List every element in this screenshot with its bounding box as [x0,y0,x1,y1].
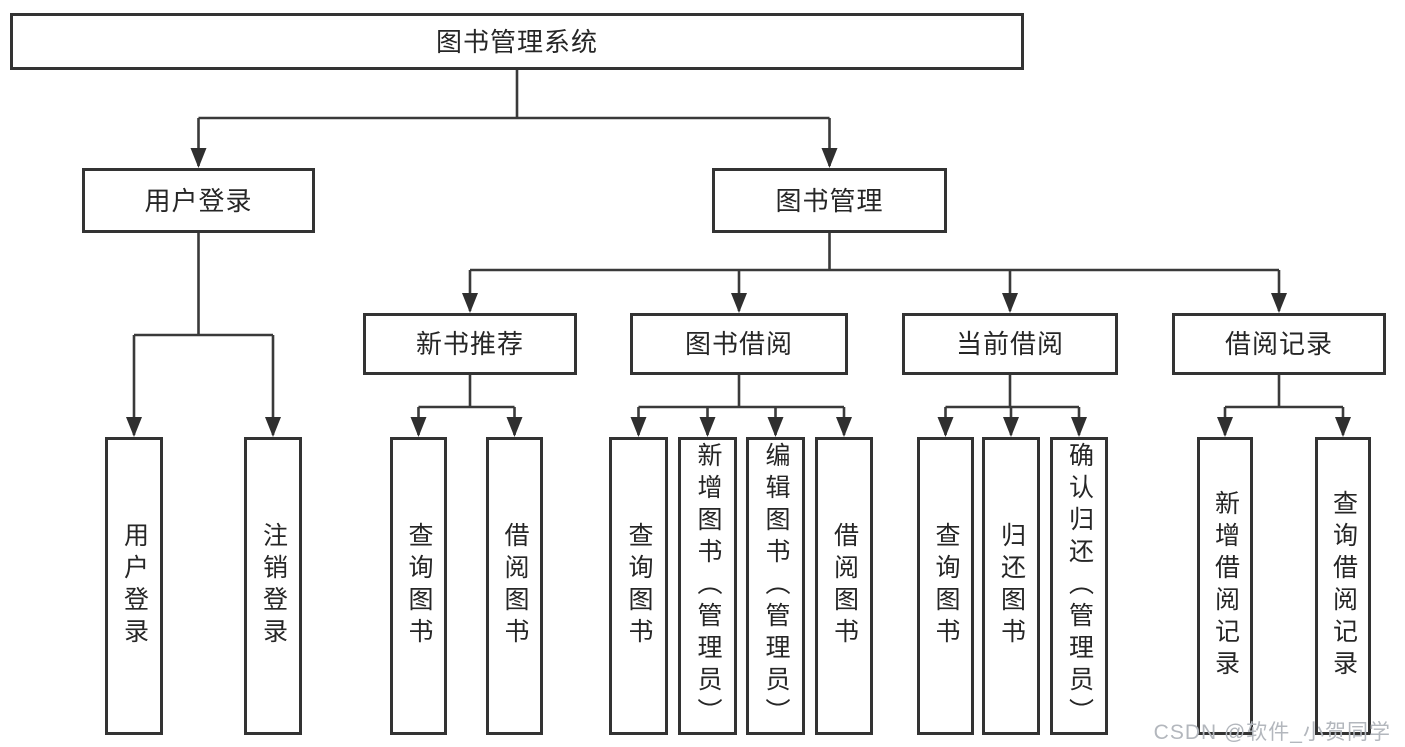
node-label: 编辑图书（管理员） [762,442,790,730]
leaf-add-book-admin: 新增图书（管理员） [678,437,737,735]
node-user-login: 用户登录 [82,168,315,233]
node-label: 新增图书（管理员） [694,442,722,730]
node-label: 借阅记录 [1224,329,1333,359]
csdn-watermark: CSDN @软件_小贺同学 [1153,721,1391,744]
leaf-query-book-current: 查询图书 [917,437,974,735]
node-borrow-record: 借阅记录 [1172,313,1386,375]
node-label: 新增借阅记录 [1211,490,1240,682]
node-label: 查询借阅记录 [1329,490,1358,682]
node-label: 确认归还（管理员） [1065,442,1094,730]
leaf-query-borrow-record: 查询借阅记录 [1315,437,1371,735]
node-label: 图书借阅 [684,329,793,359]
leaf-borrow-book-recommend: 借阅图书 [486,437,543,735]
leaf-add-borrow-record: 新增借阅记录 [1197,437,1253,735]
node-label: 图书管理系统 [435,26,598,57]
node-book-management: 图书管理 [712,168,947,233]
node-book-borrow: 图书借阅 [630,313,848,375]
leaf-user-login: 用户登录 [105,437,163,735]
node-label: 新书推荐 [415,329,524,359]
node-label: 查询图书 [405,522,433,650]
node-label: 查询图书 [932,522,960,650]
leaf-return-book: 归还图书 [982,437,1040,735]
node-label: 用户登录 [144,185,253,216]
node-current-borrow: 当前借阅 [902,313,1118,375]
node-label: 借阅图书 [830,522,859,650]
node-label: 查询图书 [625,522,653,650]
node-label: 归还图书 [997,522,1026,650]
leaf-query-book-recommend: 查询图书 [390,437,447,735]
node-library-management-system: 图书管理系统 [10,13,1024,70]
leaf-logout: 注销登录 [244,437,302,735]
node-label: 注销登录 [259,522,288,650]
node-new-book-recommend: 新书推荐 [363,313,577,375]
leaf-query-book-borrow: 查询图书 [609,437,668,735]
node-label: 当前借阅 [955,329,1064,359]
leaf-edit-book-admin: 编辑图书（管理员） [746,437,805,735]
node-label: 借阅图书 [501,522,529,650]
node-label: 用户登录 [120,522,149,650]
leaf-borrow-book: 借阅图书 [815,437,873,735]
leaf-confirm-return-admin: 确认归还（管理员） [1050,437,1108,735]
node-label: 图书管理 [775,185,884,216]
